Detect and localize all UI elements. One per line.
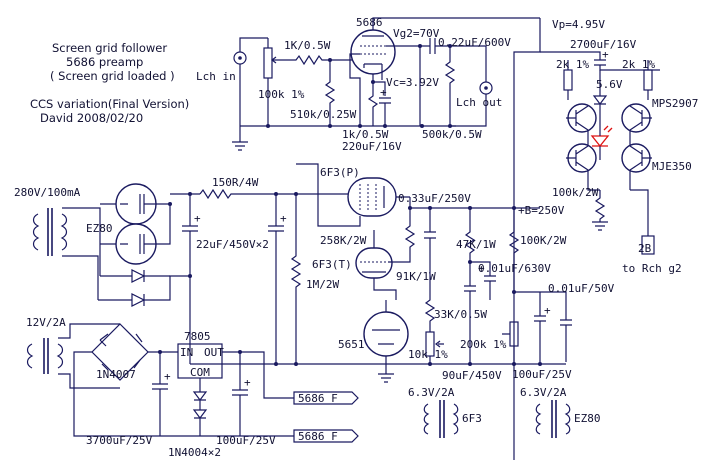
svg-text:47K/1W: 47K/1W xyxy=(456,238,496,251)
lv-supply: 12V/2A 1N4007 + 3700uF/25V 7805 IN OUT C… xyxy=(26,316,359,459)
svg-text:100K/2W: 100K/2W xyxy=(520,234,567,247)
ez80-label: EZ80 xyxy=(86,222,113,235)
svg-text:200k 1%: 200k 1% xyxy=(460,338,507,351)
svg-text:1N4004×2: 1N4004×2 xyxy=(168,446,221,459)
tube-5651-label: 5651 xyxy=(338,338,365,351)
svg-text:100k/2W: 100k/2W xyxy=(552,186,599,199)
svg-text:91K/1W: 91K/1W xyxy=(396,270,436,283)
svg-text:33K/0.5W: 33K/0.5W xyxy=(434,308,487,321)
svg-text:258K/2W: 258K/2W xyxy=(320,234,367,247)
svg-text:2k 1%: 2k 1% xyxy=(556,58,589,71)
svg-text:0.01uF/50V: 0.01uF/50V xyxy=(548,282,615,295)
svg-text:1k/0.5W: 1k/0.5W xyxy=(342,128,389,141)
to-rch-label: to Rch g2 xyxy=(622,262,682,275)
svg-text:510k/0.25W: 510k/0.25W xyxy=(290,108,357,121)
svg-text:0.01uF/630V: 0.01uF/630V xyxy=(478,262,551,275)
ccs-section: Vp=4.95V 2700uF/16V + 2k 1% 2k 1% 5.6V M… xyxy=(513,18,698,460)
svg-text:OUT: OUT xyxy=(204,346,224,359)
title-block: Screen grid follower 5686 preamp ( Scree… xyxy=(30,41,189,125)
lch-out-label: Lch out xyxy=(456,96,502,109)
svg-text:COM: COM xyxy=(190,366,210,379)
svg-text:+: + xyxy=(478,262,485,275)
svg-text:+: + xyxy=(164,370,171,383)
tube-5686-label: 5686 xyxy=(356,16,383,29)
svg-text:2B: 2B xyxy=(638,242,652,255)
svg-text:0.22uF/600V: 0.22uF/600V xyxy=(438,36,511,49)
title-line5: David 2008/02/20 xyxy=(40,111,143,125)
svg-text:MPS2907: MPS2907 xyxy=(652,97,698,110)
heater-transformers: 6.3V/2A 6F3 6.3V/2A EZ80 xyxy=(408,386,601,438)
tube-6f3-triode xyxy=(355,247,393,279)
title-line3: ( Screen grid loaded ) xyxy=(50,69,175,83)
svg-text:7805: 7805 xyxy=(184,330,211,343)
svg-text:2700uF/16V: 2700uF/16V xyxy=(570,38,637,51)
title-line4: CCS variation(Final Version) xyxy=(30,97,189,111)
svg-text:6.3V/2A: 6.3V/2A xyxy=(408,386,455,399)
svg-text:6F3(T): 6F3(T) xyxy=(312,258,352,271)
svg-text:1K/0.5W: 1K/0.5W xyxy=(284,39,331,52)
svg-text:150R/4W: 150R/4W xyxy=(212,176,259,189)
svg-text:EZ80: EZ80 xyxy=(574,412,601,425)
bplus-rail: +B=250V 47K/1W + 0.01uF/630V 100K/2W 0.0… xyxy=(456,204,615,381)
svg-text:100k 1%: 100k 1% xyxy=(258,88,305,101)
input-stage: Lch in 100k 1% 1K/0.5W 510k/0.25W xyxy=(196,37,456,151)
bplus-label: +B=250V xyxy=(518,204,565,217)
svg-text:+: + xyxy=(380,86,387,99)
output-network: 0.22uF/600V Lch out 500k/0.5W xyxy=(419,36,511,141)
svg-text:100uF/25V: 100uF/25V xyxy=(216,434,276,447)
tube-6f3-pentode xyxy=(347,177,397,217)
svg-text:6.3V/2A: 6.3V/2A xyxy=(520,386,567,399)
svg-text:MJE350: MJE350 xyxy=(652,160,692,173)
svg-text:+: + xyxy=(280,212,287,225)
vc-label: Vc=3.92V xyxy=(386,76,439,89)
svg-text:IN: IN xyxy=(180,346,193,359)
svg-text:5.6V: 5.6V xyxy=(596,78,623,91)
svg-text:+: + xyxy=(544,304,551,317)
title-line2: 5686 preamp xyxy=(66,55,143,69)
title-line1: Screen grid follower xyxy=(52,41,167,55)
svg-text:5686 F: 5686 F xyxy=(298,392,338,405)
svg-text:0.33uF/250V: 0.33uF/250V xyxy=(398,192,471,205)
svg-text:500k/0.5W: 500k/0.5W xyxy=(422,128,482,141)
svg-text:6F3: 6F3 xyxy=(462,412,482,425)
svg-text:220uF/16V: 220uF/16V xyxy=(342,140,402,153)
volume-pot xyxy=(263,47,273,79)
svg-text:10k 1%: 10k 1% xyxy=(408,348,448,361)
hv-supply: 280V/100mA EZ80 150R/4W + + 22uF/450V×2 … xyxy=(14,176,339,364)
vp-label: Vp=4.95V xyxy=(552,18,605,31)
svg-text:90uF/450V: 90uF/450V xyxy=(442,369,502,382)
svg-text:22uF/450V×2: 22uF/450V×2 xyxy=(196,238,269,251)
lv-transformer-label: 12V/2A xyxy=(26,316,66,329)
svg-text:1M/2W: 1M/2W xyxy=(306,278,339,291)
svg-text:5686 F: 5686 F xyxy=(298,430,338,443)
tube-6f3: 6F3(P) 258K/2W 0.33uF/250V 6F3(T) 91K/1W xyxy=(296,163,471,300)
svg-text:1N4007: 1N4007 xyxy=(96,368,136,381)
svg-text:+: + xyxy=(602,48,609,61)
bias-network: 33K/0.5W 10k 1% 200k 1% 90uF/450V xyxy=(408,290,519,382)
vg2-label: Vg2=70V xyxy=(393,27,440,40)
svg-text:6F3(P): 6F3(P) xyxy=(320,166,360,179)
svg-text:+: + xyxy=(194,212,201,225)
hv-transformer-label: 280V/100mA xyxy=(14,186,81,199)
svg-text:+: + xyxy=(244,376,251,389)
svg-text:2k 1%: 2k 1% xyxy=(622,58,655,71)
svg-text:3700uF/25V: 3700uF/25V xyxy=(86,434,153,447)
svg-text:100uF/25V: 100uF/25V xyxy=(512,368,572,381)
tube-5651: 5651 xyxy=(338,300,409,383)
tube-5686: 5686 xyxy=(349,16,540,126)
cathode-network-5686: + 1k/0.5W 220uF/16V xyxy=(342,74,402,153)
lch-in-label: Lch in xyxy=(196,70,236,83)
